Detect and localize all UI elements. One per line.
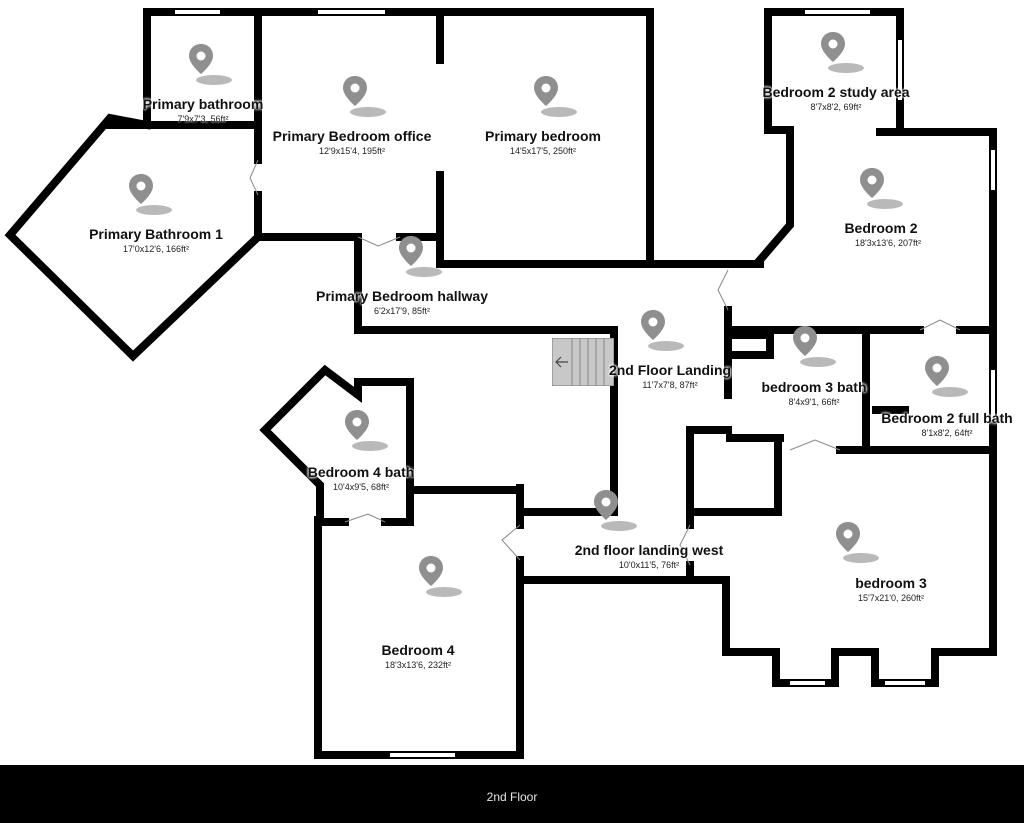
- room-name: bedroom 3 bath: [761, 379, 867, 395]
- room-dimensions: 18'3x13'6, 232ft²: [385, 660, 451, 670]
- wall: [259, 364, 414, 526]
- map-pin-icon: [860, 168, 903, 209]
- map-pin-icon: [419, 556, 462, 597]
- room-name: Primary bathroom: [142, 96, 264, 112]
- map-pin-icon: [821, 32, 864, 73]
- room-name: Bedroom 2 study area: [762, 84, 910, 100]
- map-pin-icon: [925, 356, 968, 397]
- wall: [4, 113, 264, 362]
- map-pin-icon: [793, 326, 836, 367]
- room-name: 2nd floor landing west: [574, 542, 724, 558]
- room-dimensions: 15'7x21'0, 260ft²: [858, 593, 924, 603]
- room-dimensions: 10'0x11'5, 76ft²: [618, 560, 680, 570]
- map-pin-icon: [836, 522, 879, 563]
- stairs: [552, 338, 614, 386]
- map-pin-icon: [594, 490, 637, 531]
- map-pin-icon: [129, 174, 172, 215]
- room-dimensions: 18'3x13'6, 207ft²: [855, 238, 921, 248]
- room-dimensions: 8'4x9'1, 66ft²: [788, 397, 840, 407]
- map-pin-icon: [343, 76, 386, 117]
- walls-layer: [4, 8, 997, 759]
- map-pin-icon: [641, 310, 684, 351]
- room-name: Bedroom 4: [381, 642, 455, 658]
- room-name: Primary Bedroom office: [272, 128, 432, 144]
- room-name: Bedroom 2 full bath: [881, 410, 1013, 426]
- room-dimensions: 8'7x8'2, 69ft²: [810, 102, 862, 112]
- floor-selector-bar: 2nd Floor: [0, 765, 1024, 823]
- room-name: bedroom 3: [855, 575, 927, 591]
- room-name: Primary Bathroom 1: [89, 226, 223, 242]
- floor-label[interactable]: 2nd Floor: [486, 790, 538, 804]
- wall: [143, 8, 654, 266]
- room-dimensions: 14'5x17'5, 250ft²: [510, 146, 576, 156]
- wall: [686, 426, 782, 516]
- arrow-left-icon: [555, 356, 568, 368]
- wall: [754, 126, 794, 266]
- room-dimensions: 7'9x7'3, 56ft²: [177, 114, 229, 124]
- room-dimensions: 12'9x15'4, 195ft²: [319, 146, 385, 156]
- map-pin-icon: [534, 76, 577, 117]
- room-name: Bedroom 4 bath: [307, 464, 415, 480]
- room-dimensions: 8'1x8'2, 64ft²: [921, 428, 973, 438]
- room-dimensions: 17'0x12'6, 166ft²: [123, 244, 189, 254]
- wall: [729, 331, 774, 359]
- room-name: Bedroom 2: [844, 220, 918, 236]
- room-dimensions: 11'7x7'8, 87ft²: [642, 380, 698, 390]
- room-dimensions: 6'2x17'9, 85ft²: [374, 306, 430, 316]
- map-pin-icon: [399, 236, 442, 277]
- map-pin-icon: [345, 410, 388, 451]
- map-pin-icon: [189, 44, 232, 85]
- floor-plan: Primary bathroom 7'9x7'3, 56ft² Primary …: [4, 8, 1013, 759]
- room-name: Primary Bedroom hallway: [316, 288, 488, 304]
- wall: [722, 446, 997, 687]
- room-name: Primary bedroom: [485, 128, 601, 144]
- room-dimensions: 10'4x9'5, 68ft²: [333, 482, 389, 492]
- room-name: 2nd Floor Landing: [608, 362, 732, 378]
